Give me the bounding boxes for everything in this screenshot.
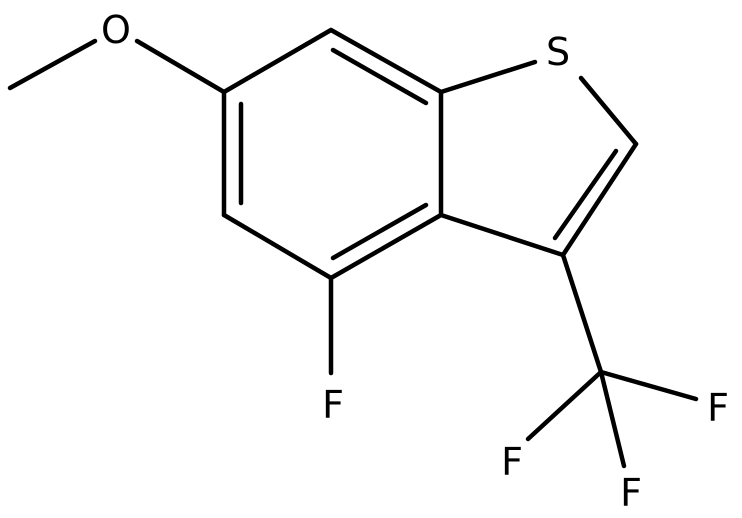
bond-c3-cf3-carbon — [560, 252, 604, 375]
bond-c4-c5 — [221, 212, 334, 281]
bond-c3a-c4-outer — [328, 212, 444, 281]
bond-cf3-fluorine-right — [598, 369, 699, 402]
atom-label-ring-fluorine: F — [322, 383, 344, 427]
bond-c3a-c4-inner — [330, 202, 429, 261]
bond-sulfur-c2 — [578, 75, 639, 147]
bond-c2-c3-inner — [552, 148, 619, 241]
bond-c2-c3-outer — [560, 141, 639, 258]
atom-label-cf3-fluorine-bottom: F — [620, 471, 642, 515]
bond-c7-c7a-inner — [330, 47, 429, 106]
bond-cf3-fluorine-bottom — [598, 369, 627, 469]
bond-c7a-sulfur — [438, 59, 538, 95]
bond-c3-c3a — [438, 212, 566, 258]
bond-c7-c7a-outer — [328, 27, 444, 95]
bond-c6-c7 — [221, 27, 334, 95]
atom-label-sulfur: S — [546, 30, 570, 74]
bond-cf3-fluorine-left — [525, 369, 604, 442]
bond-oxygen-c6 — [134, 38, 227, 95]
atom-label-cf3-fluorine-left: F — [501, 440, 523, 484]
atom-label-cf3-fluorine-right: F — [707, 386, 729, 430]
bond-methyl-oxygen — [7, 38, 98, 91]
atom-label-oxygen: O — [101, 8, 131, 52]
